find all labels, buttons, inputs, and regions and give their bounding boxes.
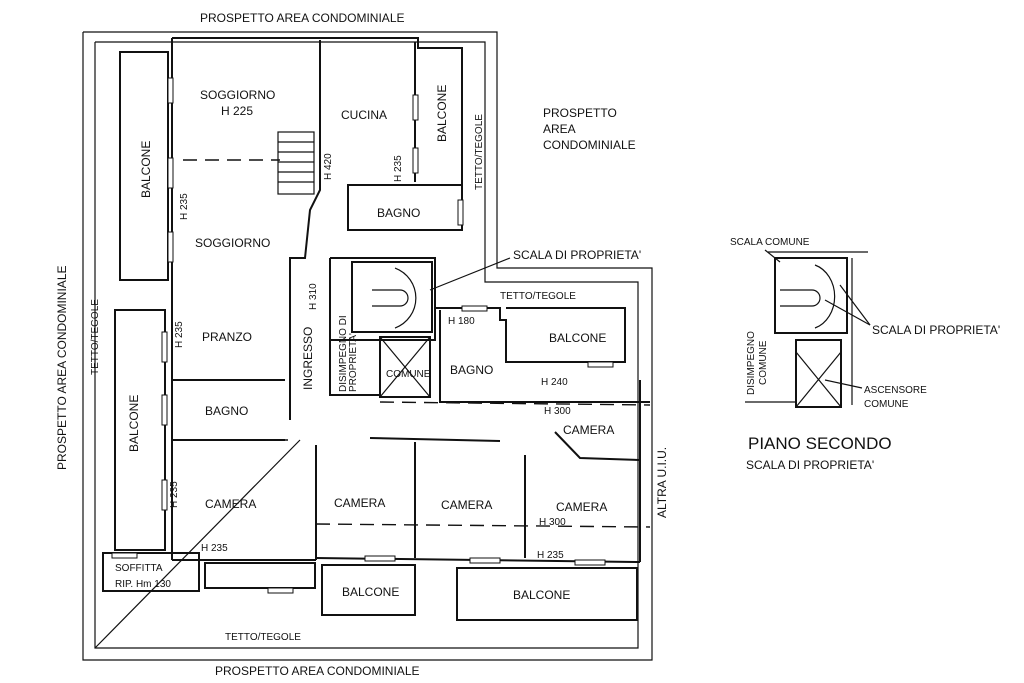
detail-subtitle: SCALA DI PROPRIETA' (746, 458, 874, 472)
room-balcone-left-top: BALCONE (139, 141, 153, 198)
prospetto-top-label: PROSPETTO AREA CONDOMINIALE (200, 11, 405, 25)
tetto-bottom-label: TETTO/TEGOLE (225, 632, 301, 643)
height-label: H 180 (448, 316, 475, 327)
room-balcone-right: BALCONE (549, 331, 606, 345)
tetto-right-label: TETTO/TEGOLE (474, 114, 485, 190)
room-camera-4: CAMERA (441, 498, 492, 512)
walls (102, 37, 651, 621)
height-label: H 310 (308, 283, 319, 310)
room-camera-2: CAMERA (205, 497, 256, 511)
height-label: H 300 (544, 406, 571, 417)
altra-uiu-label: ALTRA U.I.U. (655, 447, 669, 518)
detail-title: PIANO SECONDO (748, 434, 892, 453)
room-balcone-left-bottom: BALCONE (127, 395, 141, 452)
scala-proprieta-label: SCALA DI PROPRIETA' (513, 248, 641, 262)
room-ingresso: INGRESSO (301, 327, 315, 390)
room-camera-3: CAMERA (334, 496, 385, 510)
room-bagno-1: BAGNO (377, 206, 420, 220)
ascensore-label-2: COMUNE (864, 399, 909, 410)
height-label: H 235 (201, 543, 228, 554)
ascensore-label-1: ASCENSORE (864, 385, 927, 396)
stair-detail (745, 249, 871, 408)
height-label: H 235 (169, 481, 180, 508)
room-disimpegno-2: PROPRIETA' (348, 333, 359, 392)
height-label: H 235 (174, 321, 185, 348)
prospetto-left-label: PROSPETTO AREA CONDOMINIALE (55, 266, 69, 471)
height-label: H 235 (179, 193, 190, 220)
stair-icon (277, 131, 417, 329)
tetto-mid-label: TETTO/TEGOLE (500, 291, 576, 302)
room-soffitta: SOFFITTA (115, 563, 163, 574)
room-pranzo: PRANZO (202, 330, 252, 344)
detail-scala-proprieta-label: SCALA DI PROPRIETA' (872, 323, 1000, 337)
prospetto-right-label-1: PROSPETTO (543, 106, 617, 120)
room-balcone-bottom-1: BALCONE (342, 585, 399, 599)
windows (111, 77, 614, 594)
height-label: H 235 (393, 155, 404, 182)
height-label: H 235 (537, 550, 564, 561)
room-soggiorno-1-height: H 225 (221, 104, 253, 118)
disimpegno-comune-label-2: COMUNE (758, 340, 769, 385)
room-soggiorno-2: SOGGIORNO (195, 236, 270, 250)
prospetto-right-label-3: CONDOMINIALE (543, 138, 636, 152)
room-bagno-3: BAGNO (205, 404, 248, 418)
disimpegno-comune-label-1: DISIMPEGNO (746, 331, 757, 395)
room-soggiorno-1: SOGGIORNO (200, 88, 275, 102)
room-cucina: CUCINA (341, 108, 387, 122)
prospetto-bottom-label: PROSPETTO AREA CONDOMINIALE (215, 664, 420, 678)
height-label: H 420 (323, 153, 334, 180)
room-balcone-bottom-2: BALCONE (513, 588, 570, 602)
room-bagno-2: BAGNO (450, 363, 493, 377)
room-camera-1: CAMERA (563, 423, 614, 437)
height-label: H 240 (541, 377, 568, 388)
scala-comune-label: SCALA COMUNE (730, 237, 810, 248)
room-comune: COMUNE (386, 369, 431, 380)
room-balcone-top-right: BALCONE (435, 85, 449, 142)
prospetto-right-label-2: AREA (543, 122, 576, 136)
height-label: H 300 (539, 517, 566, 528)
site-boundary (82, 31, 653, 661)
tetto-left-label: TETTO/TEGOLE (90, 299, 101, 375)
room-disimpegno-1: DISIMPEGNO DI (338, 315, 349, 392)
room-soffitta-height: RIP. Hm 130 (115, 579, 171, 590)
room-camera-5: CAMERA (556, 500, 607, 514)
